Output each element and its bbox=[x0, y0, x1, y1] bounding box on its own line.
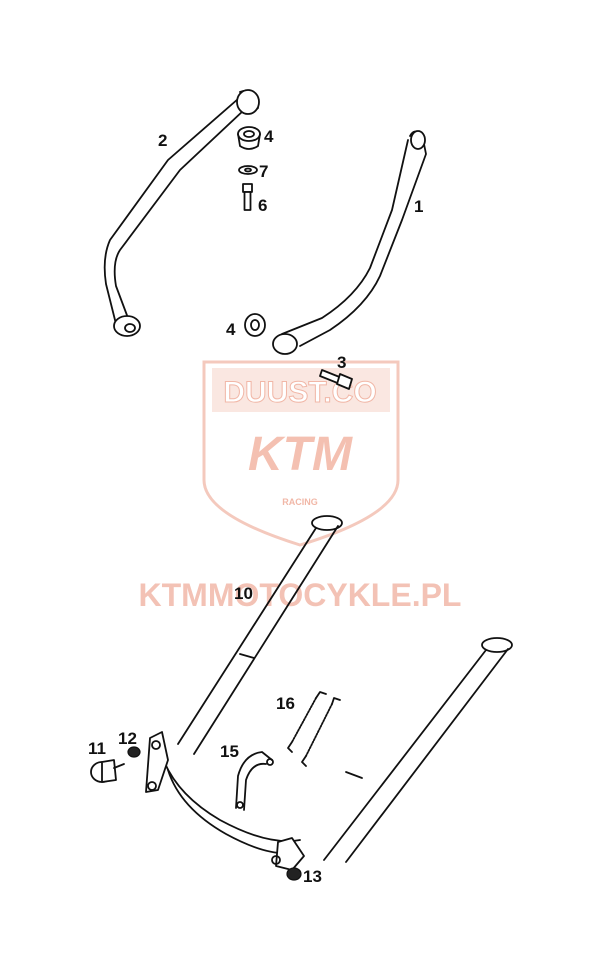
part-4-bushing-lower bbox=[244, 313, 266, 337]
callout-2: 2 bbox=[158, 131, 167, 150]
part-11-rubber-stop bbox=[90, 759, 125, 783]
part-12-nut bbox=[127, 746, 141, 758]
callout-11: 11 bbox=[88, 739, 106, 758]
callout-4-lower: 4 bbox=[226, 320, 236, 339]
part-3-bolt bbox=[319, 369, 353, 390]
callout-10: 10 bbox=[234, 584, 253, 603]
watermark-site: KTMMOTOCYKLE.PL bbox=[139, 577, 462, 613]
callout-16: 16 bbox=[276, 694, 295, 713]
callout-12: 12 bbox=[118, 729, 137, 748]
part-2-bracket-arm bbox=[103, 89, 260, 337]
watermark-logo: KTM bbox=[248, 428, 353, 481]
callout-7: 7 bbox=[259, 162, 268, 181]
part-13-nut bbox=[286, 867, 302, 881]
callout-6: 6 bbox=[258, 196, 267, 215]
part-15-spring-bracket bbox=[235, 751, 274, 811]
callout-13: 13 bbox=[303, 867, 322, 886]
part-16-springs bbox=[287, 691, 341, 767]
watermark: DUUST.CO KTM RACING KTMMOTOCYKLE.PL bbox=[139, 360, 462, 613]
part-4-bushing-upper bbox=[237, 126, 261, 150]
callout-15: 15 bbox=[220, 742, 239, 761]
watermark-shield-brand: DUUST.CO bbox=[223, 376, 376, 409]
part-10-center-stand bbox=[145, 515, 513, 871]
callout-1: 1 bbox=[414, 197, 423, 216]
watermark-shield bbox=[202, 360, 400, 547]
part-7-washer bbox=[238, 165, 258, 175]
callout-4-upper: 4 bbox=[264, 127, 274, 146]
callout-3: 3 bbox=[337, 353, 346, 372]
part-6-screw bbox=[242, 183, 253, 211]
part-1-bracket-arm bbox=[272, 130, 427, 355]
watermark-racing: RACING bbox=[282, 497, 318, 507]
